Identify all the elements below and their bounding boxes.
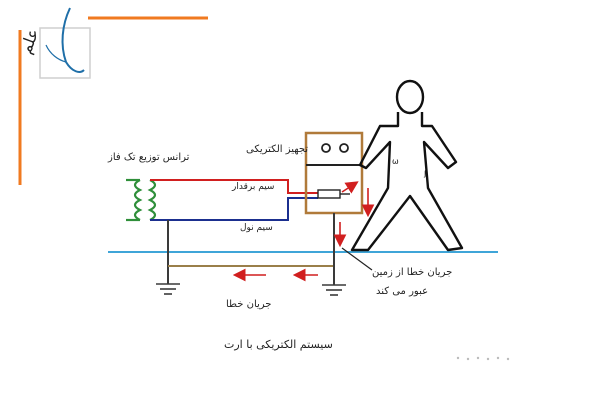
device-label: تجهیز الکتریکی <box>246 144 309 155</box>
device-earth-icon <box>322 284 346 296</box>
device-knob-right <box>339 143 349 153</box>
ground-label-pointer <box>341 247 373 271</box>
person-icon <box>350 79 464 252</box>
transformer-label: ترانس توزیع تک فاز <box>108 152 190 163</box>
logo-icon: علم <box>16 7 208 185</box>
fault-arrow-up <box>341 181 359 194</box>
neutral-wire-label: سیم نول <box>240 223 273 233</box>
phase-wire <box>150 179 318 194</box>
device-knob-left <box>321 143 331 153</box>
system-title: سیستم الکتریکی با ارت <box>224 338 333 351</box>
neutral-wire <box>150 197 318 221</box>
electrical-device-box <box>304 131 364 215</box>
ground-fault-label: جریان خطا از زمین <box>372 267 453 278</box>
ground-fault-label-line2: عبور می کند <box>376 286 429 297</box>
fault-resistor <box>317 189 341 199</box>
faint-dots <box>456 356 510 361</box>
person-mark: ω <box>392 157 399 166</box>
phase-wire-label: سیم برقدار <box>232 182 275 192</box>
transformer-coil-icon <box>126 178 157 222</box>
transformer-earth-icon <box>156 283 180 295</box>
person-mark-2: ʃ <box>423 169 427 178</box>
fault-current-label: جریان خطا <box>226 299 272 310</box>
